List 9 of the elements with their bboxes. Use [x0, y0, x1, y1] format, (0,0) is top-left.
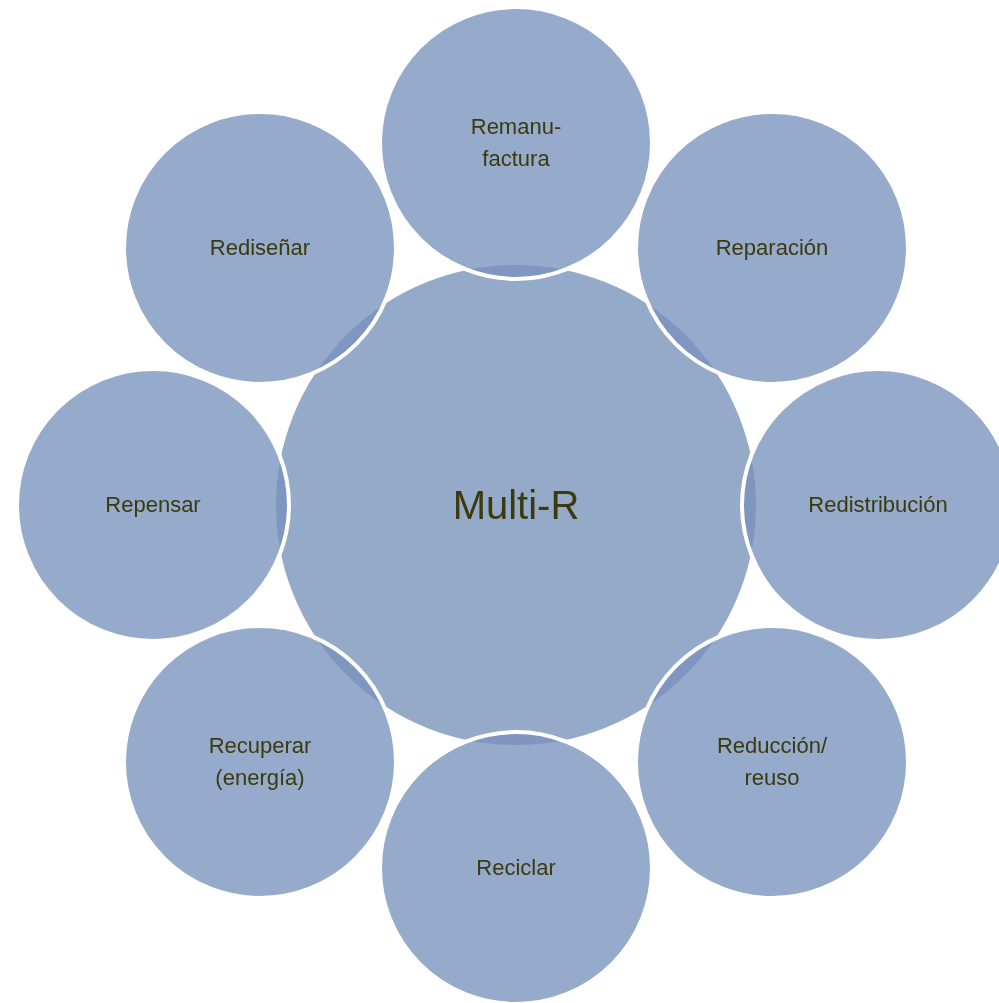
circle-label: Reparación	[715, 234, 829, 263]
circle-label: Remanu- factura	[469, 113, 563, 173]
circle-label: Rediseñar	[209, 234, 311, 263]
circle-label: Reciclar	[476, 854, 556, 883]
circle-label: Redistribución	[808, 491, 948, 520]
circle-label: Multi-R	[452, 482, 580, 529]
circle-label: Recuperar (energía)	[207, 732, 313, 792]
circle-label: Repensar	[105, 491, 201, 520]
circle-label: Reducción/ reuso	[715, 732, 829, 792]
